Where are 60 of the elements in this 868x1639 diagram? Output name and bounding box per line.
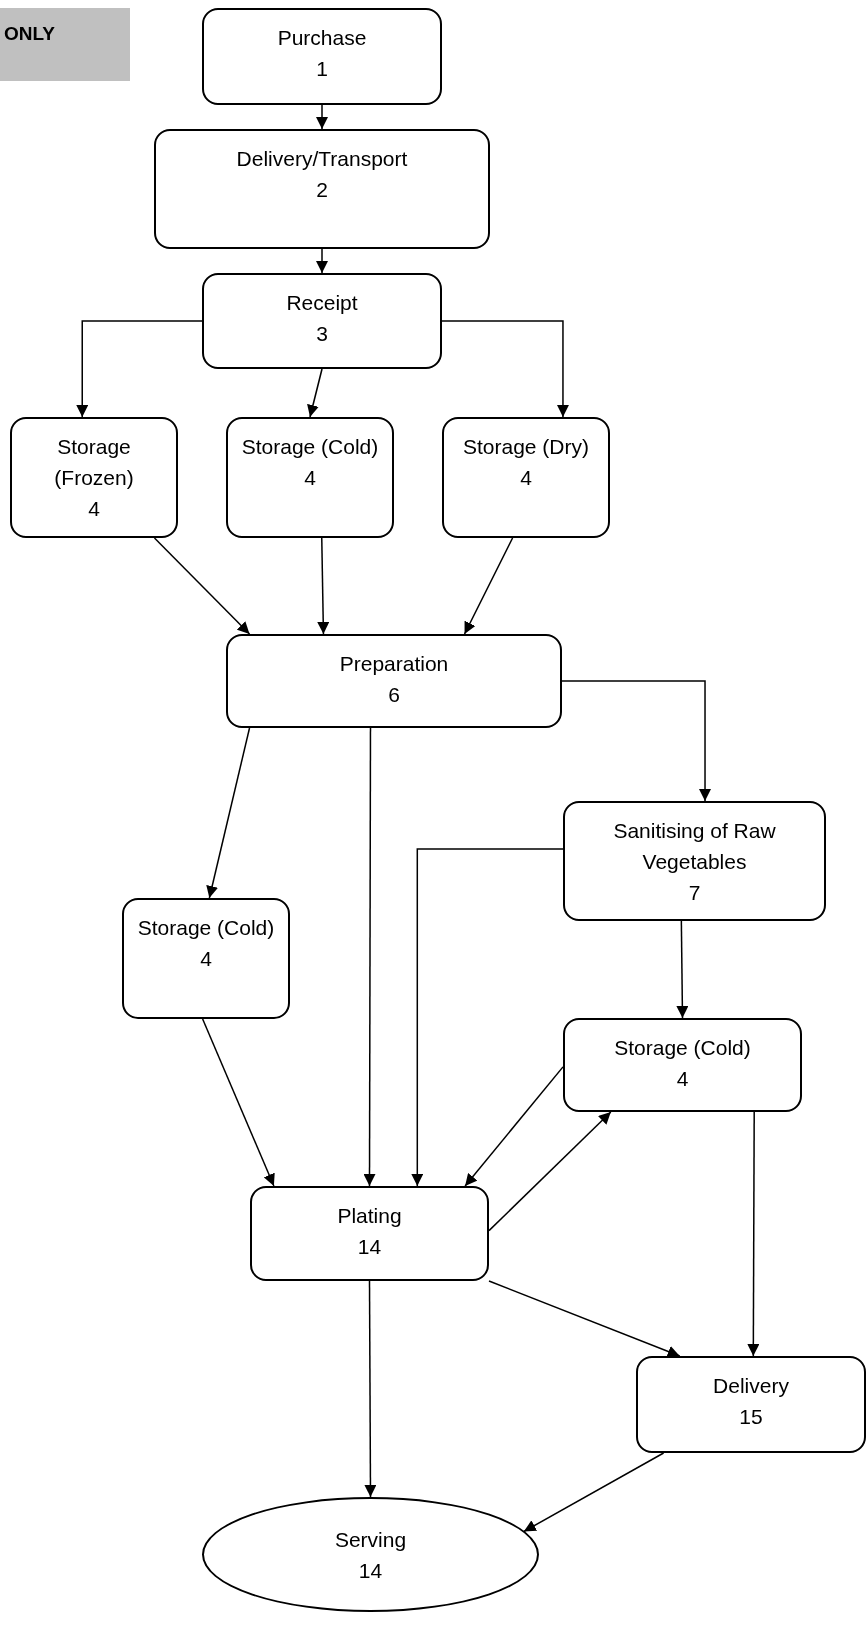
- arrow: [411, 848, 564, 1187]
- step-number: 4: [88, 496, 100, 522]
- label-box: [0, 8, 130, 81]
- step-number: 4: [676, 1066, 689, 1092]
- step-name: Storage (Dry): [463, 434, 589, 460]
- process-box: [226, 417, 394, 538]
- process-box: [226, 634, 562, 728]
- step-name: Sanitising of Raw Vegetables: [612, 818, 777, 875]
- process-box: [250, 1186, 489, 1281]
- process-box: [154, 129, 490, 249]
- step-number: 4: [200, 946, 212, 972]
- step-name: Storage (Cold): [137, 915, 275, 941]
- step-number: 2: [316, 177, 328, 203]
- step-name: Plating: [337, 1203, 402, 1229]
- step-number: 6: [388, 682, 400, 708]
- arrow: [488, 1280, 681, 1358]
- step-name: Serving: [334, 1526, 407, 1553]
- step-number: 4: [304, 465, 316, 491]
- step-name: Storage (Frozen): [53, 434, 135, 491]
- step-name: Purchase: [277, 25, 367, 51]
- step-name: Preparation: [339, 651, 449, 677]
- step-name: Delivery: [713, 1373, 789, 1399]
- arrow: [561, 680, 711, 802]
- process-box: [202, 273, 442, 369]
- arrow: [523, 1452, 665, 1533]
- process-box: [10, 417, 178, 538]
- process-box: [122, 898, 290, 1019]
- arrow: [441, 320, 569, 418]
- arrow: [463, 537, 514, 635]
- step-number: 4: [520, 465, 532, 491]
- process-box: [202, 8, 442, 105]
- arrow: [307, 368, 323, 418]
- arrow: [464, 1066, 564, 1187]
- step-name: Receipt: [286, 290, 358, 316]
- step-number: 3: [316, 321, 328, 347]
- step-number: 7: [688, 880, 701, 906]
- process-box: [442, 417, 610, 538]
- step-name: ONLY: [4, 22, 56, 46]
- step-number: 1: [316, 56, 328, 82]
- step-name: Storage (Cold): [614, 1035, 751, 1061]
- process-box: [563, 1018, 802, 1112]
- step-name: Delivery/Transport: [236, 146, 408, 172]
- arrow: [364, 1280, 377, 1498]
- step-number: 14: [358, 1557, 383, 1584]
- arrow: [676, 920, 689, 1019]
- arrow: [316, 248, 328, 274]
- arrow: [747, 1111, 760, 1357]
- step-name: Storage (Cold): [241, 434, 379, 460]
- arrow: [316, 104, 328, 130]
- arrow: [488, 1111, 612, 1232]
- process-box: [563, 801, 826, 921]
- step-number: 15: [739, 1404, 763, 1430]
- arrow: [317, 537, 330, 635]
- arrow: [201, 1018, 275, 1187]
- arrow: [153, 537, 251, 635]
- arrow: [76, 320, 203, 418]
- process-box: [636, 1356, 866, 1453]
- step-number: 14: [357, 1234, 382, 1260]
- arrow: [206, 727, 251, 899]
- arrow: [363, 727, 376, 1187]
